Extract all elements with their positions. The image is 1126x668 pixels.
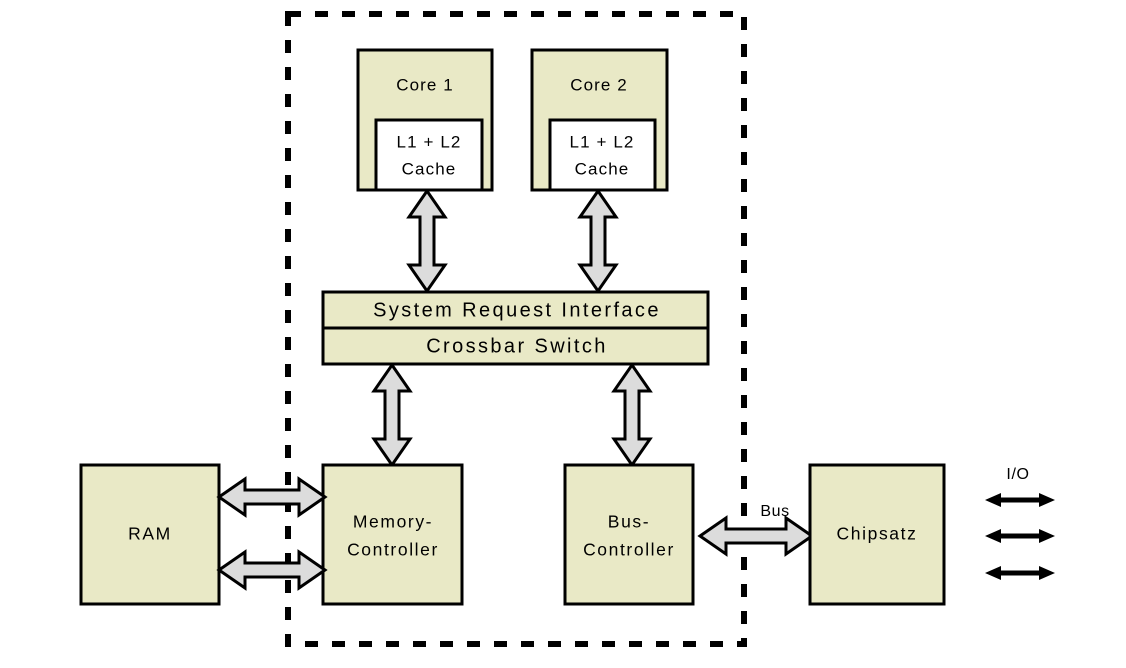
cache-1-label-line1: L1 + L2 [397, 132, 462, 151]
cache-2-label-line1: L1 + L2 [570, 132, 635, 151]
arrow-crossbar-bus-controller [611, 362, 653, 468]
cpu-die-boundary [285, 11, 747, 647]
bus-controller-label-line2: Controller [583, 540, 675, 560]
memory-controller-label-line1: Memory- [353, 512, 433, 532]
cache-2-box [548, 118, 657, 192]
io-arrow-1 [985, 493, 1055, 507]
core-2-label: Core 2 [570, 75, 628, 94]
system-request-interface-label: System Request Interface [373, 299, 661, 321]
crossbar-switch-label: Crossbar Switch [426, 335, 608, 357]
io-arrow-2 [985, 529, 1055, 543]
ram-block: RAM [79, 463, 221, 606]
core-2-block: Core 2 L1 + L2 Cache [530, 48, 669, 192]
bus-controller-box [563, 463, 695, 606]
cache-1-box [374, 118, 484, 192]
cache-1-label-line2: Cache [402, 159, 457, 178]
chipset-label: Chipsatz [837, 524, 918, 544]
arrow-core2-sri [577, 188, 619, 294]
arrow-bus-controller-chipset [697, 515, 815, 557]
system-request-interface-box [321, 290, 710, 330]
bus-controller-block: Bus- Controller [563, 463, 695, 606]
cache-2-label-line2: Cache [575, 159, 630, 178]
arrow-ram-memory-controller-upper [216, 476, 328, 518]
memory-controller-block: Memory- Controller [321, 463, 464, 606]
core-1-label: Core 1 [396, 75, 454, 94]
arrow-core1-sri [406, 188, 448, 294]
chipset-block: Chipsatz [808, 463, 946, 606]
arrow-crossbar-memory-controller [371, 362, 413, 468]
crossbar-switch-block: Crossbar Switch [321, 326, 710, 366]
crossbar-switch-box [321, 326, 710, 366]
ram-box [79, 463, 221, 606]
memory-controller-box [321, 463, 464, 606]
arrow-ram-memory-controller-lower [216, 549, 328, 591]
io-label: I/O [1006, 466, 1029, 483]
core-1-block: Core 1 L1 + L2 Cache [356, 48, 494, 192]
io-arrow-3 [985, 566, 1055, 580]
memory-controller-label-line2: Controller [347, 540, 439, 560]
bus-controller-label-line1: Bus- [608, 512, 650, 532]
ram-label: RAM [128, 524, 172, 544]
bus-label: Bus [760, 503, 789, 520]
chipset-box [808, 463, 946, 606]
io-arrow-group: I/O [985, 466, 1055, 580]
system-request-interface-block: System Request Interface [321, 290, 710, 330]
